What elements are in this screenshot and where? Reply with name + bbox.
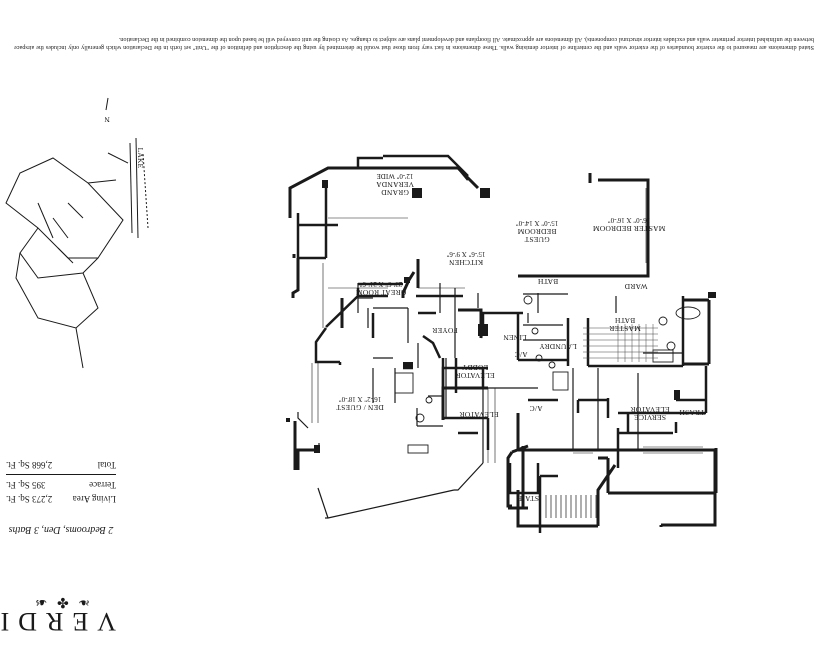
service-elevator-label-1: SERVICE (634, 413, 666, 422)
key-plan (5, 97, 149, 369)
kitchen-dim: 15'-6" X 9'-6" (446, 250, 485, 258)
ward-label: WARD (624, 282, 647, 291)
elevator-lobby-label-2: LOBBY (461, 363, 488, 372)
guest-bedroom-label-1: GUEST (524, 235, 549, 244)
den-guest-label: DEN / GUEST (336, 403, 384, 412)
ac-label-2: A/C (529, 404, 542, 413)
terrace-outline (297, 388, 484, 519)
great-room-label: GREAT ROOM (356, 288, 407, 297)
fixtures (394, 295, 701, 454)
great-room-dim: 23'-6" X 21'-6" (360, 280, 403, 288)
ac-label-1: A/C (514, 350, 527, 359)
master-bedroom-label: MASTER BEDROOM (593, 224, 666, 233)
elevator-lobby-label-1: ELEVATOR (455, 371, 494, 380)
stair-walls (506, 444, 718, 528)
north-arrow-icon: N (104, 115, 110, 124)
lake-label: LAKE (136, 148, 145, 169)
room-labels: GRAND VERANDA 12'-0" WIDE GREAT ROOM 23'… (104, 115, 705, 503)
veranda-label-1: GRAND (381, 188, 409, 197)
veranda-perimeter (296, 154, 485, 419)
guest-bedroom-label-2: BEDROOM (517, 227, 556, 236)
stair-label: STAIR (517, 494, 539, 503)
kitchen-label: KITCHEN (448, 258, 483, 267)
foyer-label: FOYER (432, 326, 458, 335)
glazing-lines (311, 188, 703, 463)
master-bath-label-1: MASTER (609, 324, 641, 333)
service-elevator-label-2: ELEVATOR (630, 405, 669, 414)
interior-walls (357, 283, 683, 450)
bath-label: BATH (537, 277, 558, 286)
elevator-label: ELEVATOR (459, 410, 498, 419)
trash-label: TRASH (679, 408, 705, 417)
master-bedroom-dim: 16'-0" X 16'-0" (608, 216, 651, 224)
guest-bedroom-dim: 15'-0" X 14'-0" (516, 219, 559, 227)
wall-poche (286, 180, 716, 453)
veranda-dim: 12'-0" WIDE (377, 172, 414, 180)
master-bath-tile-hatch (583, 324, 658, 362)
veranda-label-2: VERANDA (376, 180, 414, 189)
linen-label: LINEN (503, 333, 527, 342)
exterior-walls (288, 166, 717, 527)
laundry-label: LAUNDRY (539, 342, 577, 351)
interior-heavy-walls (371, 296, 685, 393)
master-bath-label-2: BATH (614, 316, 635, 325)
stair-treads (545, 495, 597, 518)
den-guest-dim: 16'-2" X 18'-0" (339, 395, 382, 403)
